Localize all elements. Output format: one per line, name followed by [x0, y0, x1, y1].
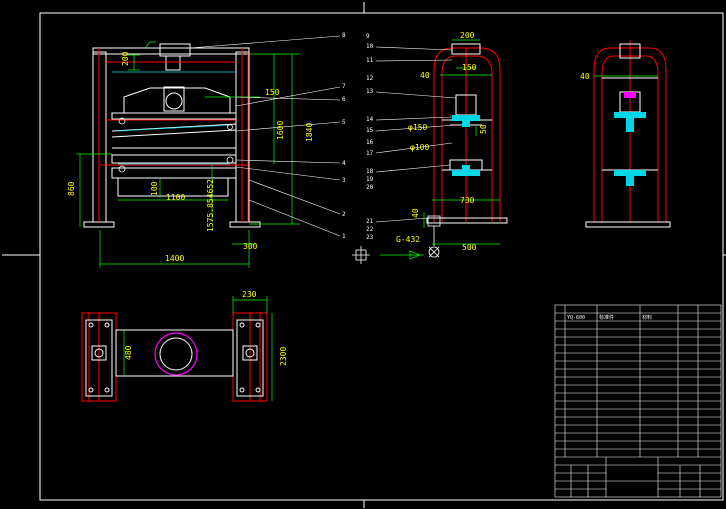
dim-1575: 1575.854652 [206, 179, 215, 232]
end-view: 40 [580, 40, 671, 228]
plan-view: 230 480 2300 [81, 290, 288, 402]
dim-g432: G-432 [396, 235, 420, 244]
dim-730: 730 [460, 196, 475, 205]
dim-200: 200 [121, 51, 130, 66]
balloon-8: 8 [342, 32, 346, 39]
dim-1600: 1600 [276, 121, 285, 140]
dim-1840: 1840 [305, 123, 314, 142]
dim-40-bottom: 40 [411, 208, 420, 218]
dim-500-side: 500 [462, 243, 477, 252]
title-block-label-2: 标准件 [599, 314, 614, 321]
balloon-9: 9 [366, 33, 370, 40]
balloon-3: 3 [342, 177, 346, 184]
balloon-21: 21 [366, 218, 374, 225]
balloon-7: 7 [342, 83, 346, 90]
dim-phi150: φ150 [408, 123, 427, 132]
dim-480: 480 [124, 345, 133, 360]
balloon-22: 22 [366, 226, 374, 233]
balloon-19: 19 [366, 176, 374, 183]
title-block [554, 304, 722, 498]
dim-860: 860 [67, 181, 76, 196]
title-block-label-3: 材料 [642, 314, 652, 321]
dim-phi100: φ100 [410, 143, 429, 152]
dim-40-side: 40 [420, 71, 430, 80]
balloon-10: 10 [366, 43, 374, 50]
balloon-5: 5 [342, 119, 346, 126]
balloon-1: 1 [342, 233, 346, 240]
balloon-16: 16 [366, 139, 374, 146]
dim-300: 300 [243, 242, 258, 251]
balloon-20: 20 [366, 184, 374, 191]
dim-40-end: 40 [580, 72, 590, 81]
dim-50: 50 [479, 124, 488, 134]
dim-230: 230 [242, 290, 257, 299]
balloon-15: 15 [366, 127, 374, 134]
dim-1100: 1100 [166, 193, 185, 202]
balloon-2: 2 [342, 211, 346, 218]
balloon-6: 6 [342, 96, 346, 103]
side-view: 200 40 150 φ150 φ100 50 730 40 G-432 500… [352, 31, 508, 264]
balloon-14: 14 [366, 116, 374, 123]
dim-100: 100 [150, 181, 159, 196]
balloon-17: 17 [366, 150, 374, 157]
dim-150: 150 [265, 88, 280, 97]
balloon-13: 13 [366, 88, 374, 95]
balloon-4: 4 [342, 160, 346, 167]
dim-150-side: 150 [462, 63, 477, 72]
balloon-12: 12 [366, 75, 374, 82]
front-view: 200 150 1600 1840 1575.854652 860 100 11… [67, 32, 346, 268]
balloon-11: 11 [366, 57, 374, 64]
title-block-label-1: YQ-600 [567, 315, 585, 321]
balloon-18: 18 [366, 168, 374, 175]
dim-200-side: 200 [460, 31, 475, 40]
dim-2300: 2300 [279, 347, 288, 366]
balloon-23: 23 [366, 234, 374, 241]
dim-1400: 1400 [165, 254, 184, 263]
